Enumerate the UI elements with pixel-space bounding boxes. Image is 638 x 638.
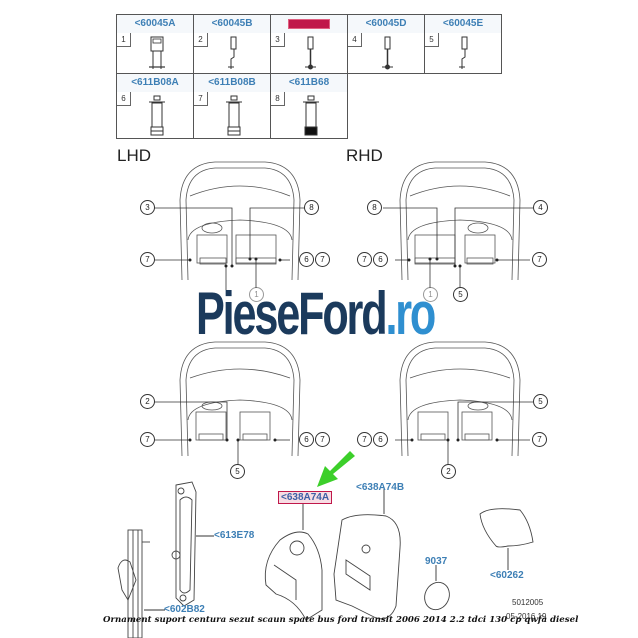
- callout: 7: [357, 252, 372, 267]
- callout: 5: [533, 394, 548, 409]
- part-cell-8[interactable]: <611B68 8: [270, 73, 348, 139]
- item-number: 4: [348, 33, 362, 47]
- van-outline-lhd-bottom: [179, 341, 301, 457]
- callout: 2: [140, 394, 155, 409]
- callout: 7: [140, 252, 155, 267]
- part-number-header[interactable]: <611B08B: [194, 74, 270, 92]
- part-number-header[interactable]: <611B68: [271, 74, 347, 92]
- part-number-header[interactable]: <60045A: [117, 15, 193, 33]
- callout: 6: [299, 252, 314, 267]
- part-label-trim-b[interactable]: <638A74B: [356, 482, 405, 493]
- seat-rail-602b82: [117, 529, 150, 638]
- part-label-cap[interactable]: 9037: [425, 556, 448, 567]
- part-cell-7[interactable]: <611B08B 7: [193, 73, 271, 139]
- trim-panel-613e78: [171, 481, 197, 607]
- document-date: 05-2016 19: [506, 612, 547, 621]
- part-cell-2[interactable]: <60045B 2: [193, 14, 271, 74]
- callout: 4: [533, 200, 548, 215]
- part-number-header-selected[interactable]: [271, 15, 347, 33]
- callout: 1: [249, 287, 264, 302]
- part-cell-4[interactable]: <60045D 4: [347, 14, 425, 74]
- callout: 2: [441, 464, 456, 479]
- callout: 7: [532, 252, 547, 267]
- item-number: 7: [194, 92, 208, 106]
- callout: 7: [140, 432, 155, 447]
- callout: 7: [315, 252, 330, 267]
- part-cell-6[interactable]: <611B08A 6: [116, 73, 194, 139]
- callout: 3: [140, 200, 155, 215]
- cover-60262: [479, 508, 534, 548]
- item-number: 2: [194, 33, 208, 47]
- callout: 1: [423, 287, 438, 302]
- parts-selection-table: <60045A 1 <60045B 2: [116, 14, 502, 139]
- belt-trim-638a74b: [333, 514, 401, 620]
- callout: 5: [453, 287, 468, 302]
- callout: 6: [373, 432, 388, 447]
- part-number-header[interactable]: <611B08A: [117, 74, 193, 92]
- item-number: 8: [271, 92, 285, 106]
- highlight-arrow: [317, 451, 355, 487]
- lhd-label: LHD: [117, 146, 152, 165]
- image-caption: Ornament suport centura sezut scaun spat…: [103, 615, 579, 625]
- part-label-cover[interactable]: <60262: [490, 570, 524, 581]
- part-number-header[interactable]: <60045B: [194, 15, 270, 33]
- item-number: 5: [425, 33, 439, 47]
- cap-9037: [424, 581, 450, 611]
- callout: 6: [373, 252, 388, 267]
- callout: 7: [315, 432, 330, 447]
- callout: 6: [299, 432, 314, 447]
- part-cell-1[interactable]: <60045A 1: [116, 14, 194, 74]
- piese-ford-watermark-logo: PieseFord.ro: [196, 280, 436, 347]
- item-number: 3: [271, 33, 285, 47]
- rhd-label: RHD: [346, 146, 383, 165]
- callout: 5: [230, 464, 245, 479]
- selected-highlight: [288, 19, 330, 29]
- part-number-header[interactable]: <60045D: [348, 15, 424, 33]
- part-label-selected[interactable]: <638A74A: [278, 491, 333, 504]
- van-outline-rhd-top: [399, 161, 521, 281]
- part-label-rail[interactable]: <602B82: [164, 604, 205, 615]
- van-outline-rhd-bottom: [399, 341, 521, 457]
- callout: 7: [532, 432, 547, 447]
- seat-latch-icon: [303, 95, 319, 136]
- part-cell-5[interactable]: <60045E 5: [424, 14, 502, 74]
- document-number: 5012005: [512, 598, 544, 607]
- buckle-stalk-icon: [228, 36, 237, 69]
- buckle-stalk-icon: [382, 36, 393, 70]
- callout: 8: [367, 200, 382, 215]
- part-cell-3-selected[interactable]: 3: [270, 14, 348, 74]
- part-label-panel[interactable]: <613E78: [214, 530, 255, 541]
- item-number: 6: [117, 92, 131, 106]
- belt-trim-638a74a: [264, 531, 323, 621]
- buckle-stalk-icon: [459, 36, 468, 69]
- seat-latch-icon: [149, 95, 165, 136]
- item-number: 1: [117, 33, 131, 47]
- buckle-stalk-icon: [305, 36, 316, 70]
- part-number-header[interactable]: <60045E: [425, 15, 501, 33]
- callout: 8: [304, 200, 319, 215]
- buckle-icon: [149, 36, 165, 69]
- seat-latch-icon: [226, 95, 242, 136]
- callout: 7: [357, 432, 372, 447]
- van-outline-lhd-top: [179, 161, 301, 281]
